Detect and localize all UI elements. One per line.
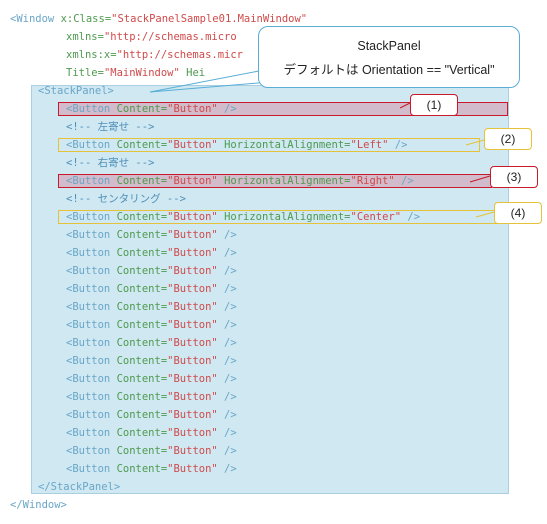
button-line-plain: <Button Content="Button" /> bbox=[66, 283, 237, 295]
stackpanel-open: <StackPanel> bbox=[38, 85, 114, 97]
button-line-left: <Button Content="Button" HorizontalAlign… bbox=[66, 139, 408, 151]
stackpanel-close: </StackPanel> bbox=[38, 481, 121, 493]
window-close: </Window> bbox=[10, 499, 67, 511]
comment-center: <!-- センタリング --> bbox=[66, 193, 186, 205]
xmlns-line: xmlns="http://schemas.micro bbox=[66, 31, 237, 43]
button-line-plain: <Button Content="Button" /> bbox=[66, 427, 237, 439]
highlight-1 bbox=[58, 102, 508, 116]
stackpanel-note-bubble: StackPanel デフォルトは Orientation == "Vertic… bbox=[258, 26, 520, 88]
xmlns-x-line: xmlns:x="http://schemas.micr bbox=[66, 49, 244, 61]
bubble-title: StackPanel bbox=[357, 39, 421, 53]
callout-4: (4) bbox=[494, 202, 542, 224]
stackpanel-region bbox=[31, 85, 509, 494]
bubble-subtitle: デフォルトは Orientation == "Vertical" bbox=[283, 63, 495, 77]
button-line-plain: <Button Content="Button" /> bbox=[66, 391, 237, 403]
button-line-1: <Button Content="Button" /> bbox=[66, 103, 237, 115]
callout-3: (3) bbox=[490, 166, 538, 188]
button-line-plain: <Button Content="Button" /> bbox=[66, 229, 237, 241]
button-line-plain: <Button Content="Button" /> bbox=[66, 373, 237, 385]
button-line-plain: <Button Content="Button" /> bbox=[66, 355, 237, 367]
comment-left: <!-- 左寄せ --> bbox=[66, 121, 155, 133]
title-line: Title="MainWindow" Hei bbox=[66, 67, 206, 79]
button-line-plain: <Button Content="Button" /> bbox=[66, 301, 237, 313]
callout-1: (1) bbox=[410, 94, 458, 116]
button-line-plain: <Button Content="Button" /> bbox=[66, 247, 237, 259]
button-line-right: <Button Content="Button" HorizontalAlign… bbox=[66, 175, 414, 187]
button-line-plain: <Button Content="Button" /> bbox=[66, 463, 237, 475]
button-line-plain: <Button Content="Button" /> bbox=[66, 319, 237, 331]
button-line-center: <Button Content="Button" HorizontalAlign… bbox=[66, 211, 421, 223]
window-open-line: <Window x:Class="StackPanelSample01.Main… bbox=[10, 13, 308, 25]
button-line-plain: <Button Content="Button" /> bbox=[66, 409, 237, 421]
button-line-plain: <Button Content="Button" /> bbox=[66, 337, 237, 349]
callout-2: (2) bbox=[484, 128, 532, 150]
comment-right: <!-- 右寄せ --> bbox=[66, 157, 155, 169]
button-line-plain: <Button Content="Button" /> bbox=[66, 265, 237, 277]
button-line-plain: <Button Content="Button" /> bbox=[66, 445, 237, 457]
